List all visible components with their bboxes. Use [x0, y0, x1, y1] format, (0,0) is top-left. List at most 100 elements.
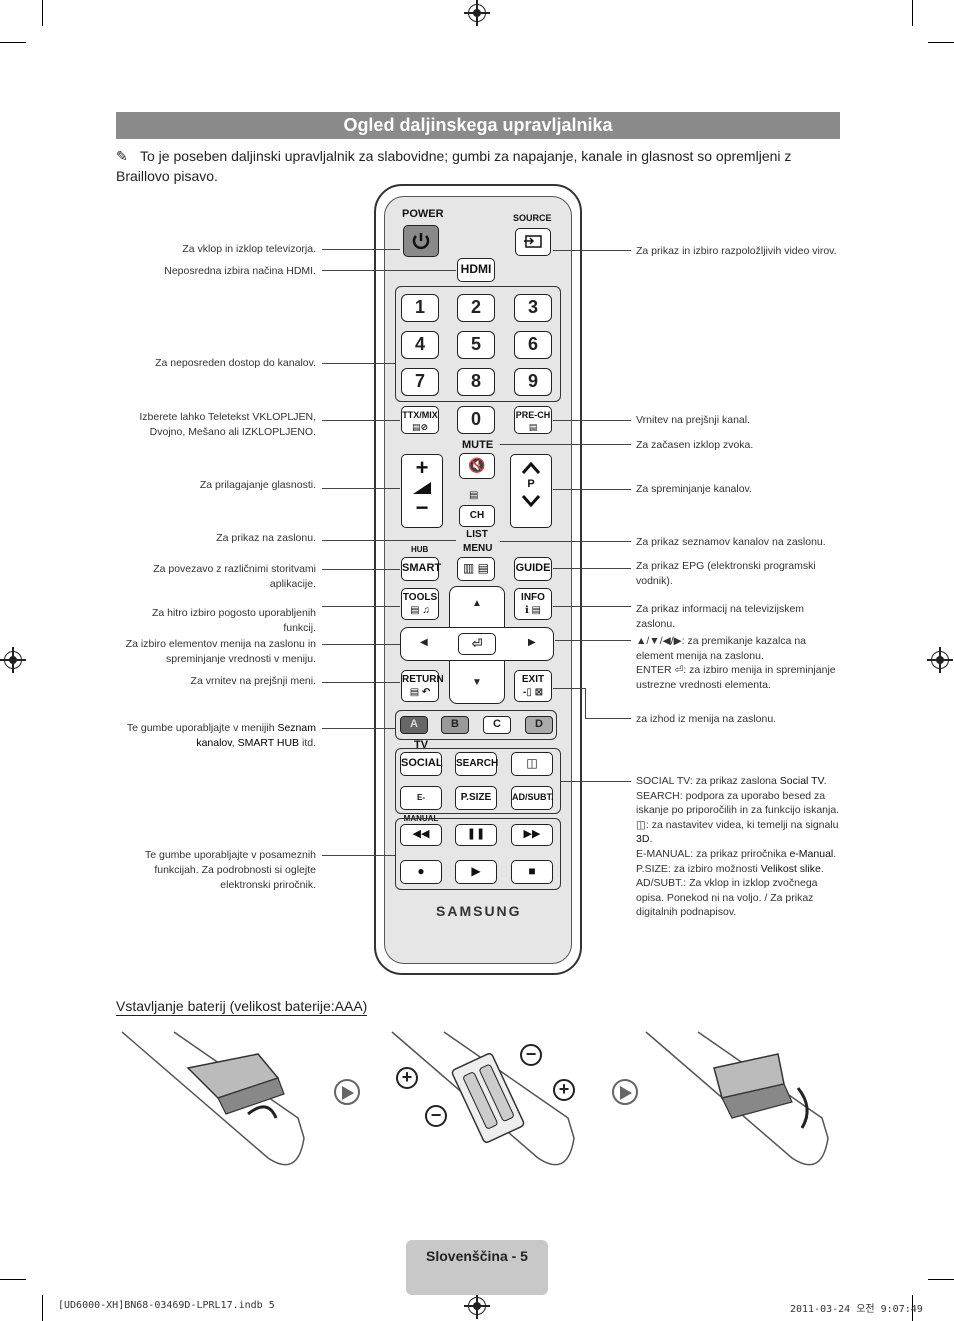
digit-1-button[interactable]: 1	[401, 294, 439, 322]
smart-hub-button[interactable]: SMART	[401, 557, 441, 581]
digit-5-button[interactable]: 5	[457, 331, 495, 359]
leader-line	[553, 688, 585, 689]
fast-forward-button[interactable]: ▶▶	[511, 824, 553, 846]
label-enter: Za izbiro elementov menija na zaslonu in…	[125, 638, 316, 665]
label-ttx: Izberete lahko Teletekst VKLOPLJEN, Dvoj…	[139, 411, 316, 438]
social-tv-button[interactable]: SOCIAL	[400, 752, 443, 776]
mute-icon: 🔇	[468, 457, 486, 473]
leader-line	[500, 444, 631, 445]
source-icon	[524, 235, 542, 248]
digit-9-button[interactable]: 9	[514, 368, 552, 396]
return-icon: ▤ ↶	[409, 687, 431, 698]
leader-line	[322, 728, 395, 729]
crop-mark	[42, 0, 43, 26]
tools-button[interactable]: TOOLS▤ ♫	[401, 588, 439, 620]
color-b-button[interactable]: B	[441, 716, 469, 734]
leader-line	[322, 855, 395, 856]
label-adsubt-key: AD/SUBT.	[636, 877, 684, 890]
mute-button[interactable]: 🔇	[459, 453, 495, 479]
battery-step-2-illustration	[391, 1031, 575, 1166]
return-label: RETURN	[402, 674, 444, 685]
label-colors-text: itd.	[299, 737, 316, 749]
color-d-button[interactable]: D	[525, 716, 553, 734]
source-label: SOURCE	[513, 213, 552, 223]
crop-mark	[912, 0, 913, 26]
enter-button[interactable]: ⏎	[458, 633, 496, 655]
chlist-icon: ▤	[469, 490, 479, 501]
label-return: Za vrnitev na prejšnji meni.	[190, 675, 316, 687]
label-arrows: ▲/▼/◀/▶: za premikanje kazalca na elemen…	[636, 635, 806, 662]
p-size-button[interactable]: P.SIZE	[455, 786, 497, 810]
return-button[interactable]: RETURN ▤ ↶	[401, 670, 444, 702]
digit-3-button[interactable]: 3	[514, 294, 552, 322]
label-smart-functions: SOCIAL TV: za prikaz zaslona Social TV. …	[636, 775, 840, 919]
pause-icon: ❚❚	[466, 828, 486, 840]
pencil-icon: ✎	[116, 148, 128, 164]
e-manual-button[interactable]: E-MANUAL	[400, 786, 442, 823]
color-a-button[interactable]: A	[400, 716, 428, 734]
leader-line	[585, 688, 586, 718]
volume-rocker[interactable]: + −	[401, 454, 443, 528]
digit-2-button[interactable]: 2	[457, 294, 495, 322]
date-imprint: 2011-03-24 오전 9:07:49	[790, 1304, 923, 1315]
leader-line	[322, 540, 456, 541]
plus-icon: +	[396, 1067, 418, 1089]
hdmi-button[interactable]: HDMI	[457, 258, 495, 282]
digit-8-button[interactable]: 8	[457, 368, 495, 396]
channel-down-icon	[521, 495, 541, 508]
registration-mark-icon	[464, 0, 490, 26]
digit-7-button[interactable]: 7	[401, 368, 439, 396]
label-prech: Vrnitev na prejšnji kanal.	[636, 414, 751, 426]
leader-line	[322, 569, 400, 570]
3d-button[interactable]: ◫	[511, 752, 553, 776]
minus-icon: −	[520, 1044, 542, 1066]
label-chlist: Za prikaz seznamov kanalov na zaslonu.	[636, 536, 826, 548]
digit-6-button[interactable]: 6	[514, 331, 552, 359]
digit-0-button[interactable]: 0	[457, 406, 495, 434]
label-search-text: : podpora za uporabo besed za iskanje po…	[636, 789, 840, 817]
guide-button[interactable]: GUIDE	[514, 557, 552, 581]
battery-step-3-illustration	[645, 1031, 829, 1166]
hub-label: HUB	[411, 545, 429, 554]
source-button[interactable]	[515, 228, 551, 256]
note: ✎To je poseben daljinski upravljalnik za…	[116, 146, 836, 186]
digit-4-button[interactable]: 4	[401, 331, 439, 359]
record-button[interactable]: ●	[400, 860, 442, 884]
exit-button[interactable]: EXIT-▯ ⊠	[514, 670, 552, 702]
arrow-left-button[interactable]: ◀	[420, 637, 428, 648]
play-button[interactable]: ▶	[455, 860, 497, 884]
page-title: Ogled daljinskega upravljalnika	[116, 112, 840, 139]
arrow-down-button[interactable]: ▼	[472, 677, 482, 688]
label-smart: Za povezavo z različnimi storitvami apli…	[153, 563, 316, 590]
note-text: To je poseben daljinski upravljalnik za …	[116, 148, 792, 184]
pause-button[interactable]: ❚❚	[455, 824, 497, 846]
ch-list-button[interactable]: CH LIST	[459, 505, 495, 540]
pre-ch-button[interactable]: PRE-CH▤	[514, 406, 552, 434]
volume-up-icon: +	[415, 455, 429, 480]
label-volume: Za prilagajanje glasnosti.	[199, 479, 316, 491]
power-icon	[412, 233, 430, 250]
label-colors-sep: ,	[231, 737, 238, 749]
color-c-button[interactable]: C	[483, 716, 511, 734]
stop-button[interactable]: ■	[511, 860, 553, 884]
search-button[interactable]: SEARCH	[455, 752, 498, 776]
crop-mark	[912, 1295, 913, 1321]
minus-icon: −	[425, 1105, 447, 1127]
menu-icon: ▥ ▤	[462, 561, 489, 575]
ttx-mix-button[interactable]: TTX/MIX▤⊘	[401, 406, 439, 434]
arrow-right-button[interactable]: ▶	[528, 637, 536, 648]
channel-p-label: P	[527, 478, 535, 490]
arrow-up-button[interactable]: ▲	[472, 598, 482, 609]
channel-rocker[interactable]: P	[510, 454, 552, 528]
label-source: Za prikaz in izbiro razpoložljivih video…	[636, 245, 837, 257]
ad-subt-button[interactable]: AD/SUBT.	[511, 786, 554, 810]
volume-down-icon: −	[415, 495, 429, 520]
label-3d-bold: 3D	[636, 833, 650, 846]
power-button[interactable]	[403, 225, 439, 257]
menu-button[interactable]: ▥ ▤	[457, 557, 495, 581]
rewind-button[interactable]: ◀◀	[400, 824, 442, 846]
label-colors: Te gumbe uporabljajte v menijih Seznam k…	[116, 721, 316, 751]
fast-forward-icon: ▶▶	[523, 828, 541, 840]
registration-mark-icon	[0, 647, 26, 673]
